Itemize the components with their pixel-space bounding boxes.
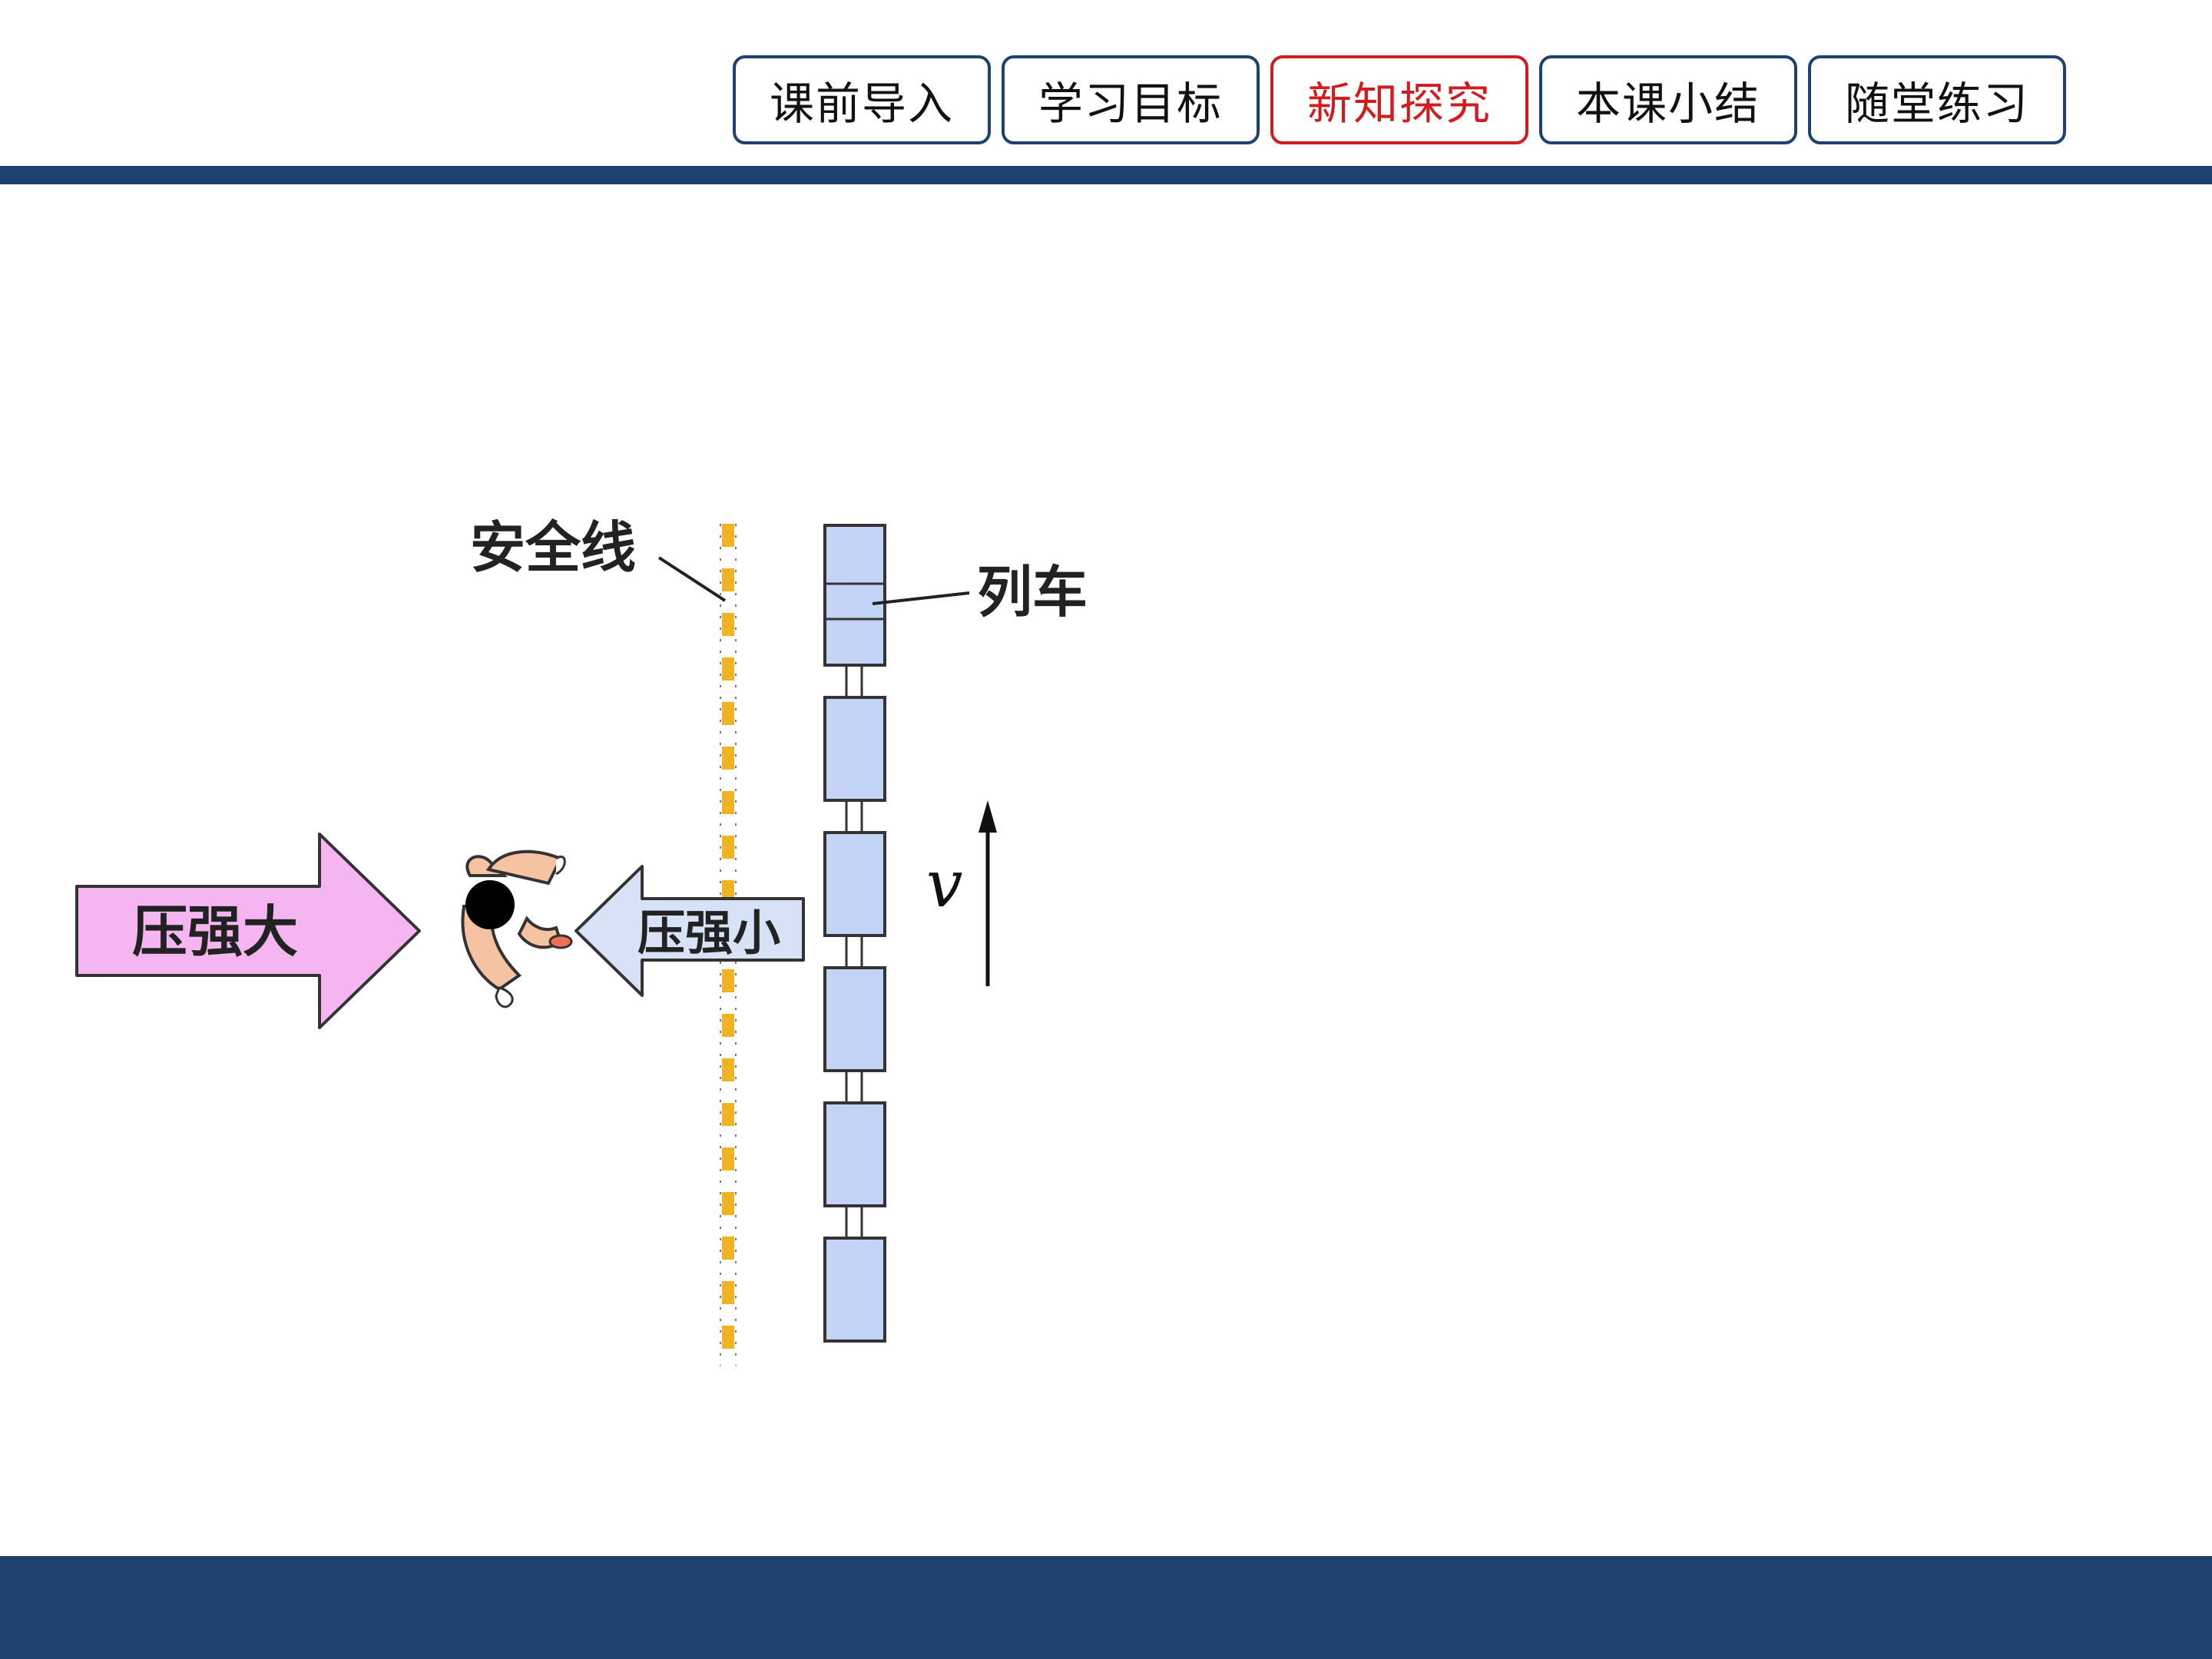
low-pressure-label: 压强小 [637,905,780,961]
train-car [823,524,886,667]
person-icon [461,849,573,1008]
header-divider [0,166,2212,184]
footer-bar [0,1556,2212,1659]
train-car [823,1237,886,1343]
section-nav: 课前导入 学习目标 新知探究 本课小结 随堂练习 [733,55,2066,149]
high-pressure-label: 压强大 [132,899,298,964]
train [823,524,886,1343]
train-label: 列车 [977,560,1088,624]
tab-explore[interactable]: 新知探究 [1270,55,1528,144]
velocity-symbol: v [926,846,962,922]
safety-line-label: 安全线 [470,515,636,580]
low-pressure-arrow [575,865,805,997]
tab-summary[interactable]: 本课小结 [1539,55,1797,144]
train-leader [872,591,970,605]
safety-line-leader [657,556,727,602]
train-car [823,831,886,937]
tab-objectives[interactable]: 学习目标 [1002,55,1260,144]
tab-intro[interactable]: 课前导入 [733,55,991,144]
high-pressure-arrow [75,833,421,1029]
tab-practice[interactable]: 随堂练习 [1808,55,2066,144]
train-car [823,966,886,1072]
train-car [823,696,886,802]
velocity-arrow [979,800,997,986]
train-car [823,1101,886,1207]
